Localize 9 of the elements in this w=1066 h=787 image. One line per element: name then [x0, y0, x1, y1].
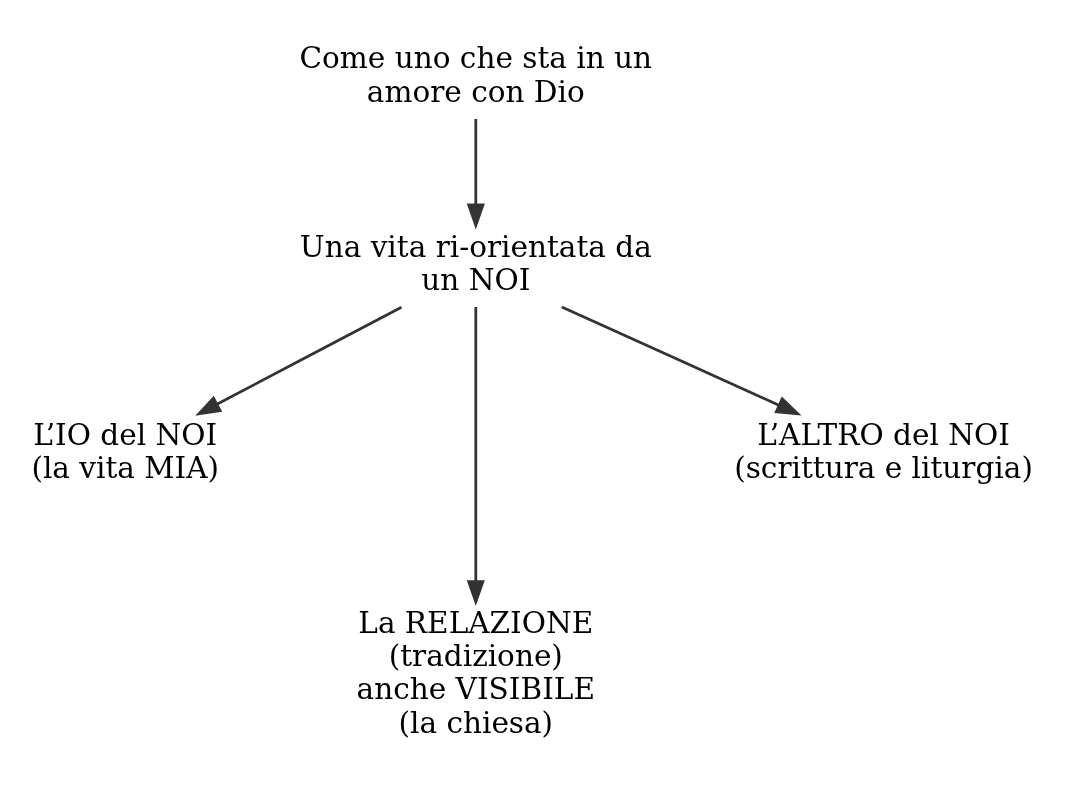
arrow	[195, 305, 403, 416]
arrow	[466, 306, 485, 607]
node-text: Una vita ri-orientata da un NOI	[299, 229, 652, 297]
node-text: L’ALTRO del NOI (scrittura e liturgia)	[734, 417, 1033, 486]
node-text: La RELAZIONE (tradizione) anche VISIBILE (la chiesa)	[356, 606, 595, 740]
node-text: L’IO del NOI (la vita MIA)	[31, 417, 220, 486]
arrow	[561, 305, 802, 416]
node-text: Come uno che sta in un amore con Dio	[299, 41, 653, 109]
arrow	[466, 118, 485, 230]
